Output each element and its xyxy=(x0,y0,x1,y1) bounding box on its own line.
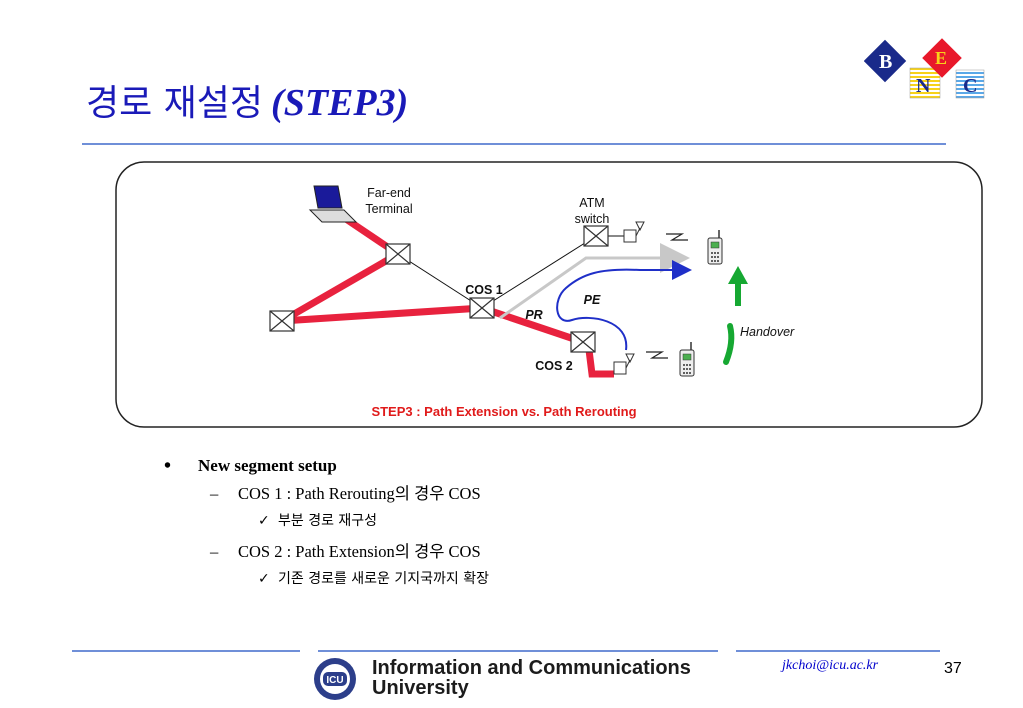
dash-icon: – xyxy=(210,542,219,561)
logo-tile-n xyxy=(909,67,941,99)
bullet-detail-2-text: 기존 경로를 새로운 기지국까지 확장 xyxy=(278,571,489,587)
bullet-item-1-text: New segment setup xyxy=(198,456,337,475)
title-divider xyxy=(82,143,946,145)
bullet-sub-2: –COS 2 : Path Extension의 경우 COS xyxy=(164,539,764,567)
bullet-dot-icon: • xyxy=(164,455,172,477)
logo-tile-c xyxy=(955,69,985,99)
pr-label: PR xyxy=(525,308,542,322)
logo-letter-c: C xyxy=(963,75,977,97)
path-cos2-bs xyxy=(585,349,614,378)
diagram-frame xyxy=(115,161,983,428)
footer-divider-middle xyxy=(318,650,718,652)
handover-label: Handover xyxy=(740,325,795,339)
path-cos1-cos2 xyxy=(480,304,585,346)
laptop-terminal-icon xyxy=(308,185,358,223)
extension-arrow xyxy=(556,260,692,351)
base-station-top-icon xyxy=(623,221,645,243)
slide-title: 경로 재설정(STEP3) xyxy=(86,74,408,126)
switch-cos2 xyxy=(570,331,596,353)
path-left-cos1 xyxy=(281,304,483,325)
far-end-label-1: Far-end xyxy=(367,186,411,200)
page-number: 37 xyxy=(944,660,962,677)
cos1-label: COS 1 xyxy=(465,283,503,297)
switch-atm xyxy=(583,225,609,247)
bullet-item-1: • New segment setup xyxy=(164,455,764,481)
pe-label: PE xyxy=(584,293,601,307)
switch-left xyxy=(269,310,295,332)
switch-top xyxy=(385,243,411,265)
bullet-list: •New segment setup –COS 1 : Path Rerouti… xyxy=(164,455,764,597)
link-switch-top-cos1 xyxy=(397,253,483,309)
university-name: Information and Communications Universit… xyxy=(372,658,691,698)
cos2-label: COS 2 xyxy=(535,359,573,373)
diagram-caption: STEP3 : Path Extension vs. Path Reroutin… xyxy=(371,404,636,419)
footer-divider-left xyxy=(72,650,300,652)
icu-logo-text: ICU xyxy=(326,675,343,686)
far-end-label-2: Terminal xyxy=(365,202,412,216)
author-email: jkchoi@icu.ac.kr xyxy=(782,658,879,673)
university-name-line1: Information and Communications xyxy=(372,657,691,679)
bullet-detail-2: ✓ 기존 경로를 새로운 기지국까지 확장 xyxy=(164,567,764,597)
base-station-bottom-icon xyxy=(613,353,635,375)
link-cos1-atm xyxy=(481,235,597,309)
logo-tile-e xyxy=(922,38,962,78)
bullet-sub-2-text: COS 2 : Path Extension의 경우 COS xyxy=(238,542,481,561)
bullet-sub-1: –COS 1 : Path Rerouting의 경우 COS xyxy=(164,481,764,509)
radio-signal-bottom-icon xyxy=(646,351,668,359)
logo-letter-e: E xyxy=(935,48,947,68)
footer-divider-right xyxy=(736,650,940,652)
logo-letter-b: B xyxy=(879,51,892,73)
atm-label-2: switch xyxy=(575,212,610,226)
icu-logo-icon: ICU xyxy=(314,658,356,700)
path-switch-left xyxy=(280,250,400,325)
switch-cos1 xyxy=(469,297,495,319)
benc-logo: B E N C xyxy=(864,38,985,99)
dash-icon: – xyxy=(210,484,219,503)
logo-letter-n: N xyxy=(916,75,931,97)
title-step: (STEP3) xyxy=(271,82,409,124)
handover-arc xyxy=(723,323,735,365)
bullet-sub-1-text: COS 1 : Path Rerouting의 경우 COS xyxy=(238,484,481,503)
bullet-detail-1-text: 부분 경로 재구성 xyxy=(278,513,378,529)
handover-arrow-head-icon xyxy=(728,266,748,284)
atm-label-1: ATM xyxy=(579,196,604,210)
radio-signal-top-icon xyxy=(666,233,688,241)
bullet-detail-1: ✓ 부분 경로 재구성 xyxy=(164,509,764,539)
title-main: 경로 재설정 xyxy=(86,83,264,124)
university-name-line2: University xyxy=(372,677,469,699)
check-icon: ✓ xyxy=(258,513,270,529)
reroute-arrow xyxy=(499,243,690,320)
check-icon: ✓ xyxy=(258,571,270,587)
